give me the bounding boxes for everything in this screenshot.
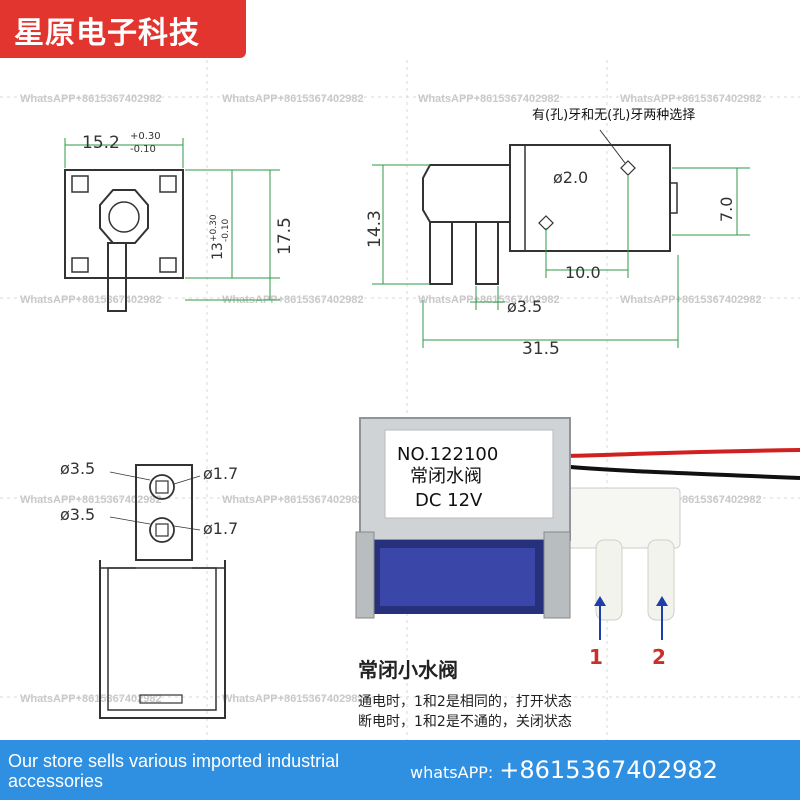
bottom-port1-inner-diameter: ø1.7 xyxy=(203,464,238,483)
valve-product-illustration xyxy=(355,417,800,640)
length-dimension: 31.5 xyxy=(522,339,560,359)
brand-banner xyxy=(0,0,246,58)
watermark: WhatsAPP+8615367402982 xyxy=(20,494,162,506)
width-dimension: 15.2 xyxy=(82,133,120,153)
watermark: WhatsAPP+8615367402982 xyxy=(20,93,162,105)
watermark: WhatsAPP+8615367402982 xyxy=(222,93,364,105)
valve-label-model: NO.122100 xyxy=(397,444,498,465)
brand-name: 星原电子科技 xyxy=(14,16,200,51)
watermark: WhatsAPP+8615367402982 xyxy=(620,93,762,105)
watermark: WhatsAPP+8615367402982 xyxy=(418,93,560,105)
watermark: WhatsAPP+8615367402982 xyxy=(222,693,364,705)
whatsapp-number: +8615367402982 xyxy=(499,756,718,784)
height-dimension: 17.5 xyxy=(275,217,295,255)
width-tolerance-lower: -0.10 xyxy=(130,144,156,155)
unpowered-description: 断电时，1和2是不通的，关闭状态 xyxy=(358,714,572,730)
port-diameter-dimension: ø3.5 xyxy=(507,297,542,316)
whatsapp-contact[interactable]: whatsAPP: +8615367402982 xyxy=(410,756,718,784)
product-title: 常闭小水阀 xyxy=(358,658,458,682)
side-width-dimension: 7.0 xyxy=(717,197,736,222)
bottom-port2-outer-diameter: ø3.5 xyxy=(60,505,95,524)
watermark: WhatsAPP+8615367402982 xyxy=(620,294,762,306)
footer-banner xyxy=(0,740,800,800)
hole-option-note: 有(孔)牙和无(孔)牙两种选择 xyxy=(532,108,696,123)
whatsapp-label: whatsAPP: xyxy=(410,763,494,782)
port-1-label: 1 xyxy=(589,645,603,669)
bottom-view-drawing xyxy=(99,464,226,719)
watermark: WhatsAPP+8615367402982 xyxy=(222,294,364,306)
inner-height-dimension: 13 xyxy=(210,242,226,260)
powered-description: 通电时，1和2是相同的，打开状态 xyxy=(358,694,572,710)
watermark: WhatsAPP+8615367402982 xyxy=(222,494,364,506)
bore-diameter-dimension: ø2.0 xyxy=(553,168,588,187)
valve-label-type: 常闭水阀 xyxy=(410,466,482,487)
bottom-port1-outer-diameter: ø3.5 xyxy=(60,459,95,478)
store-description: Our store sells various imported industr… xyxy=(8,751,340,791)
port-2-label: 2 xyxy=(652,645,666,669)
side-height-dimension: 14.3 xyxy=(365,210,385,248)
bottom-port2-inner-diameter: ø1.7 xyxy=(203,519,238,538)
side-view-drawing xyxy=(372,129,750,348)
watermark: WhatsAPP+8615367402982 xyxy=(418,294,560,306)
front-view-drawing xyxy=(64,138,280,312)
watermark: WhatsAPP+8615367402982 xyxy=(20,693,162,705)
inner-height-tolerance-lower: -0.10 xyxy=(221,218,231,242)
valve-label-voltage: DC 12V xyxy=(415,490,483,511)
technical-drawings: 15.2 +0.30 -0.10 13 +0.30 -0.10 17.5 xyxy=(60,129,800,719)
inner-height-tolerance-upper: +0.30 xyxy=(209,214,219,242)
width-tolerance-upper: +0.30 xyxy=(130,131,161,142)
port-spacing-dimension: 10.0 xyxy=(565,263,601,282)
